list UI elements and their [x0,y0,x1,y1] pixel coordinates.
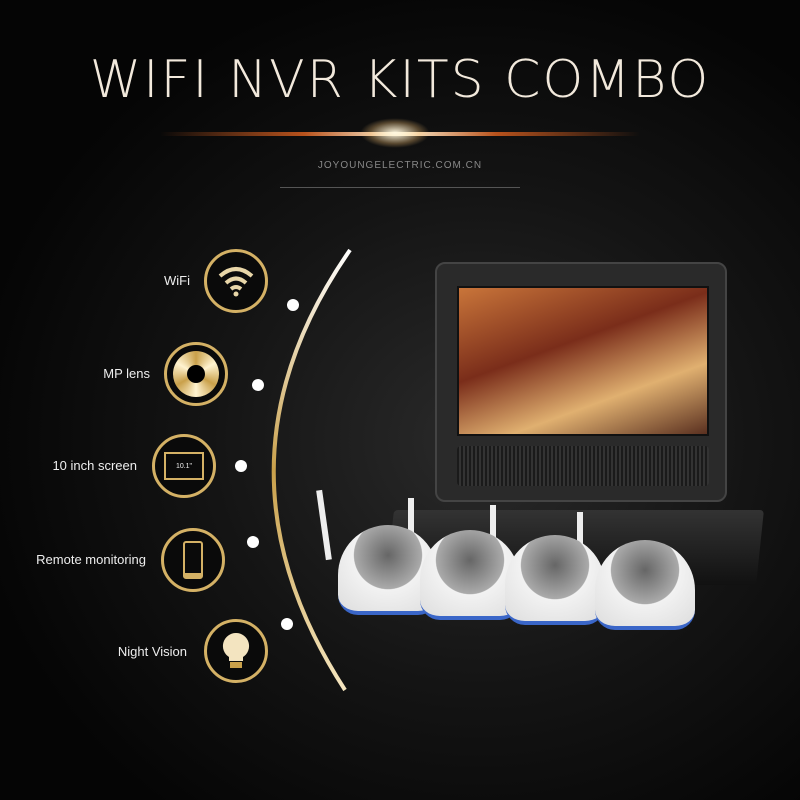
screen-icon: 10.1" [152,434,216,498]
bulb-icon [204,619,268,683]
feature-label-remote: Remote monitoring [36,552,146,567]
divider [280,187,520,188]
wifi-icon [204,249,268,313]
lens-aperture-icon [164,342,228,406]
page-title: WIFI NVR KITS COMBO [89,50,711,110]
nvr-monitor [435,262,727,502]
arc-dot [252,379,264,391]
subtitle: JOYOUNGELECTRIC.COM.CN [317,160,483,171]
screen-icon-text: 10.1" [164,452,204,480]
arc-dot [235,460,247,472]
feature-label-night: Night Vision [117,644,187,659]
arc-dot [247,536,259,548]
phone-icon [161,528,225,592]
arc-dot [287,299,299,311]
monitor-screen [457,286,709,436]
light-flare-glow [360,118,430,148]
feature-label-wifi: WiFi [164,273,190,288]
arc-dot [281,618,293,630]
feature-label-lens: MP lens [103,366,150,381]
feature-label-screen: 10 inch screen [52,458,137,473]
